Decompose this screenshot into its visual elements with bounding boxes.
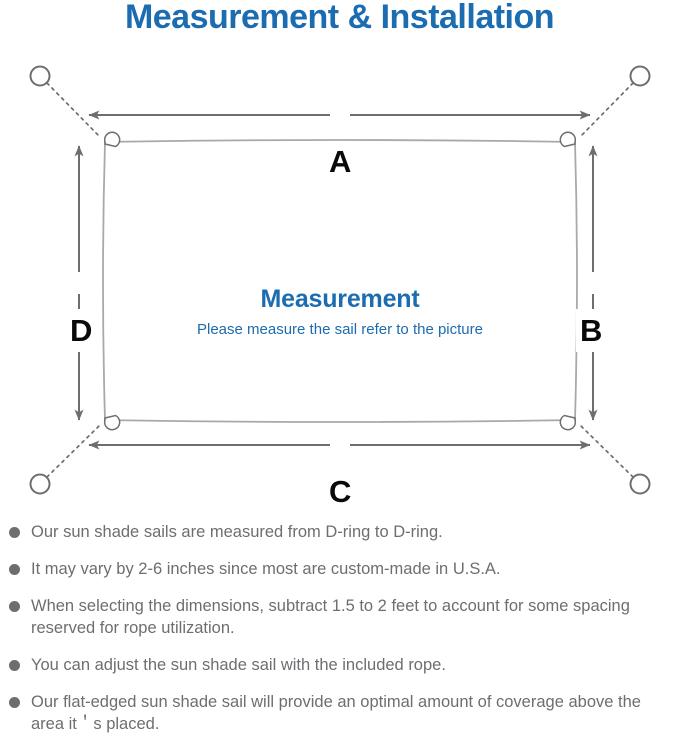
list-item: Our sun shade sails are measured from D-… xyxy=(0,521,679,543)
note-text: When selecting the dimensions, subtract … xyxy=(31,597,630,637)
diagram-svg xyxy=(29,65,651,495)
dimension-label-d: D xyxy=(66,309,97,352)
rope-bottom-right xyxy=(579,424,634,478)
note-text: You can adjust the sun shade sail with t… xyxy=(31,656,446,674)
anchor-top-left-icon xyxy=(29,65,51,87)
anchor-top-right-icon xyxy=(629,65,651,87)
anchor-points xyxy=(29,65,651,495)
bullet-icon xyxy=(9,660,20,671)
dimension-label-c: C xyxy=(320,476,361,507)
note-text: Our flat-edged sun shade sail will provi… xyxy=(31,693,641,733)
bullet-icon xyxy=(9,564,20,575)
list-item: When selecting the dimensions, subtract … xyxy=(0,595,679,639)
note-text: It may vary by 2-6 inches since most are… xyxy=(31,560,501,578)
list-item: It may vary by 2-6 inches since most are… xyxy=(0,558,679,580)
dimension-label-b: B xyxy=(576,309,607,352)
anchor-bottom-right-icon xyxy=(629,473,651,495)
d-rings xyxy=(103,131,577,431)
anchor-bottom-left-icon xyxy=(29,473,51,495)
d-ring-top-right-icon xyxy=(559,131,577,148)
list-item: Our flat-edged sun shade sail will provi… xyxy=(0,691,679,735)
d-ring-bottom-left-icon xyxy=(103,414,121,431)
note-text: Our sun shade sails are measured from D-… xyxy=(31,523,443,541)
rope-top-right xyxy=(579,82,634,138)
bullet-icon xyxy=(9,527,20,538)
rope-top-left xyxy=(46,82,101,138)
sail-measurement-diagram: A B C D Measurement Please measure the s… xyxy=(0,48,679,513)
d-ring-bottom-right-icon xyxy=(559,414,577,431)
rope-bottom-left xyxy=(46,424,101,478)
bullet-icon xyxy=(9,601,20,612)
bullet-icon xyxy=(9,697,20,708)
sail-body xyxy=(102,139,578,423)
rope-lines xyxy=(46,82,634,478)
dimension-label-a: A xyxy=(320,146,361,177)
notes-list: Our sun shade sails are measured from D-… xyxy=(0,521,679,750)
list-item: You can adjust the sun shade sail with t… xyxy=(0,654,679,676)
page-title: Measurement & Installation xyxy=(124,0,555,36)
d-ring-top-left-icon xyxy=(103,131,121,148)
